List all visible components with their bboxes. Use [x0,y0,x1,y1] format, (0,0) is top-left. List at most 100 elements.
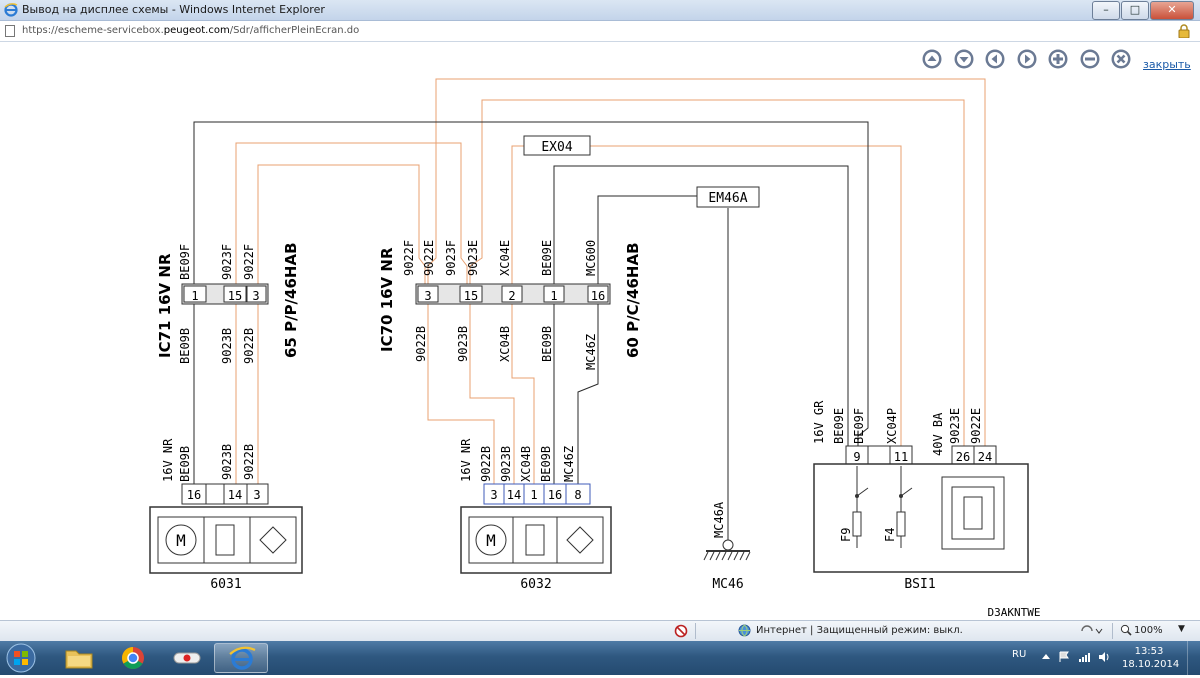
svg-text:16V GR: 16V GR [812,400,826,444]
wire-label: 9023E [948,408,962,444]
chevron-down-icon[interactable]: ▼ [1178,624,1185,634]
ic71-pin: 3 [252,289,259,303]
connector-ic70: 3 15 2 1 16 9022F 9022E 9023F 9023E XC04… [378,240,642,370]
start-button[interactable] [4,642,38,674]
svg-text:EX04: EX04 [541,140,572,155]
svg-text:40V BA: 40V BA [931,412,945,456]
device-6032: 16V NR 9022B 9023B XC04B BE09B MC46Z 3 1… [459,438,612,592]
zoom-level[interactable]: 100% [1134,625,1163,636]
media-taskbar-button[interactable] [160,643,214,673]
ex04-box: EX04 [523,135,591,156]
ic70-pin: 3 [424,289,431,303]
wire-label: 9022E [422,240,436,276]
wire-label: 9023F [444,240,458,276]
mc46-name: MC46 [712,577,743,592]
down-arrow-icon[interactable] [954,49,974,69]
up-arrow-icon[interactable] [922,49,942,69]
wire-label: 9023E [466,240,480,276]
zoom-out-icon[interactable] [1080,49,1100,69]
wire-label: 9023B [220,328,234,364]
close-window-button[interactable]: ✕ [1150,1,1194,20]
wire-label: 9023B [456,326,470,362]
wire-label: 9023B [220,444,234,480]
svg-text:16: 16 [187,488,201,502]
ie-icon [4,3,18,17]
language-indicator[interactable]: RU [1012,649,1027,660]
wire-label: 9022B [242,444,256,480]
wire-label: BE09B [540,326,554,362]
chrome-icon [122,647,144,669]
wire-xc04b [511,304,535,484]
wire-label: 9022F [402,240,416,276]
ic70-label: IC70 16V NR [378,247,396,352]
wire-label: XC04B [519,446,533,482]
zoom-in-icon[interactable] [1048,49,1068,69]
ic70-pin: 16 [591,289,605,303]
globe-icon [738,624,751,637]
wire-label: XC04P [885,408,899,444]
ic71-pin: 1 [191,289,198,303]
wire-9022b-6032 [427,304,495,484]
zoom-icon[interactable] [1120,624,1132,636]
wire-label: BE09E [832,408,846,444]
ic70-pin: 2 [508,289,515,303]
dev6032-conn: 16V NR [459,438,473,482]
svg-text:9: 9 [853,450,860,464]
left-arrow-icon[interactable] [985,49,1005,69]
svg-text:14: 14 [228,488,242,502]
svg-text:14: 14 [507,488,521,502]
schema-toolbar [922,49,1143,69]
explorer-taskbar-button[interactable] [52,643,106,673]
show-desktop-button[interactable] [1187,641,1200,675]
wire-9023b-6032 [469,304,515,484]
ic70-pin: 15 [464,289,478,303]
svg-text:1: 1 [530,488,537,502]
address-url[interactable]: https://escheme-servicebox.peugeot.com/S… [22,25,360,36]
tray-arrow-icon[interactable] [1040,651,1052,663]
flag-icon[interactable] [1058,651,1070,663]
bsi1-name: BSI1 [904,577,935,592]
wire-label: XC04B [498,326,512,362]
chrome-taskbar-button[interactable] [106,643,160,673]
wire-label: BE09F [852,408,866,444]
wire-xc04-e [511,145,524,284]
dev6031-conn: 16V NR [161,438,175,482]
wire-label: BE09E [540,240,554,276]
svg-text:EM46A: EM46A [708,191,747,206]
network-icon[interactable] [1078,651,1090,663]
close-link[interactable]: закрыть [1143,58,1191,71]
svg-text:24: 24 [978,450,992,464]
wire-be09f [193,121,869,446]
close-icon[interactable] [1111,49,1131,69]
device-bsi1: 16V GR BE09E BE09F XC04P 40V BA 9023E 90… [812,400,1029,592]
svg-text:26: 26 [956,450,970,464]
blocked-icon[interactable] [674,624,688,638]
lock-icon[interactable] [1178,24,1190,38]
wire-label: BE09B [539,446,553,482]
fuse-f9: F9 [839,528,853,542]
ground-mc46: MC46A MC46 [703,501,751,592]
wire-9022f-a [257,164,426,284]
wire-9022e [427,78,986,446]
svg-text:3: 3 [490,488,497,502]
ie-taskbar-button[interactable] [214,643,268,673]
protected-mode-icon[interactable] [1080,624,1104,638]
address-bar[interactable]: https://escheme-servicebox.peugeot.com/S… [0,21,1200,42]
wire-label: MC46Z [584,334,598,370]
wire-label: 9023B [499,446,513,482]
em46a-box: EM46A [696,186,760,208]
security-zone: Интернет | Защищенный режим: выкл. [756,625,963,636]
ic70-spec: 60 P/C/46HAB [624,242,642,358]
ic71-pin: 15 [228,289,242,303]
volume-icon[interactable] [1098,651,1110,663]
page-icon [5,25,15,37]
ie-icon [229,646,256,670]
maximize-button[interactable]: □ [1121,1,1149,20]
title-bar: Вывод на дисплее схемы - Windows Interne… [0,0,1200,21]
right-arrow-icon[interactable] [1017,49,1037,69]
minimize-button[interactable]: – [1092,1,1120,20]
wire-label: 9023F [220,244,234,280]
wiring-schema: 1 15 3 BE09F 9023F 9022F BE09B 9023B 902… [149,78,1040,619]
